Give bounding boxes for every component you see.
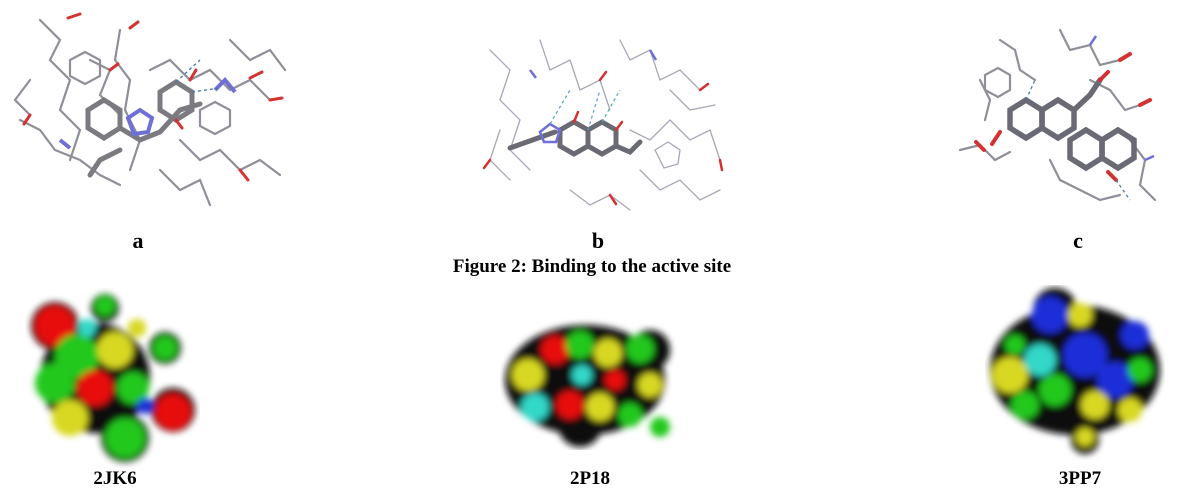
binding-image-b [470,30,730,215]
panel-label-c: c [1073,228,1083,253]
surface-image-2p18 [500,315,680,450]
surface-map-3pp7 [990,288,1160,454]
binding-image-c [940,20,1170,215]
stick-model-b [482,39,724,211]
pdb-label-2jk6: 2JK6 [93,468,137,489]
panel-label-a: a [132,228,144,253]
surface-map-2p18 [505,325,670,447]
binding-image-a [0,0,300,220]
stick-model-a [13,12,287,207]
stick-model-c [958,28,1157,202]
surface-image-3pp7 [985,285,1165,460]
pdb-label-2p18: 2P18 [569,468,611,489]
surface-image-2jk6 [25,288,200,468]
panel-label-b: b [591,228,605,253]
figure-caption: Figure 2: Binding to the active site [452,256,732,277]
surface-map-2jk6 [31,294,195,462]
pdb-label-3pp7: 3PP7 [1058,468,1102,489]
